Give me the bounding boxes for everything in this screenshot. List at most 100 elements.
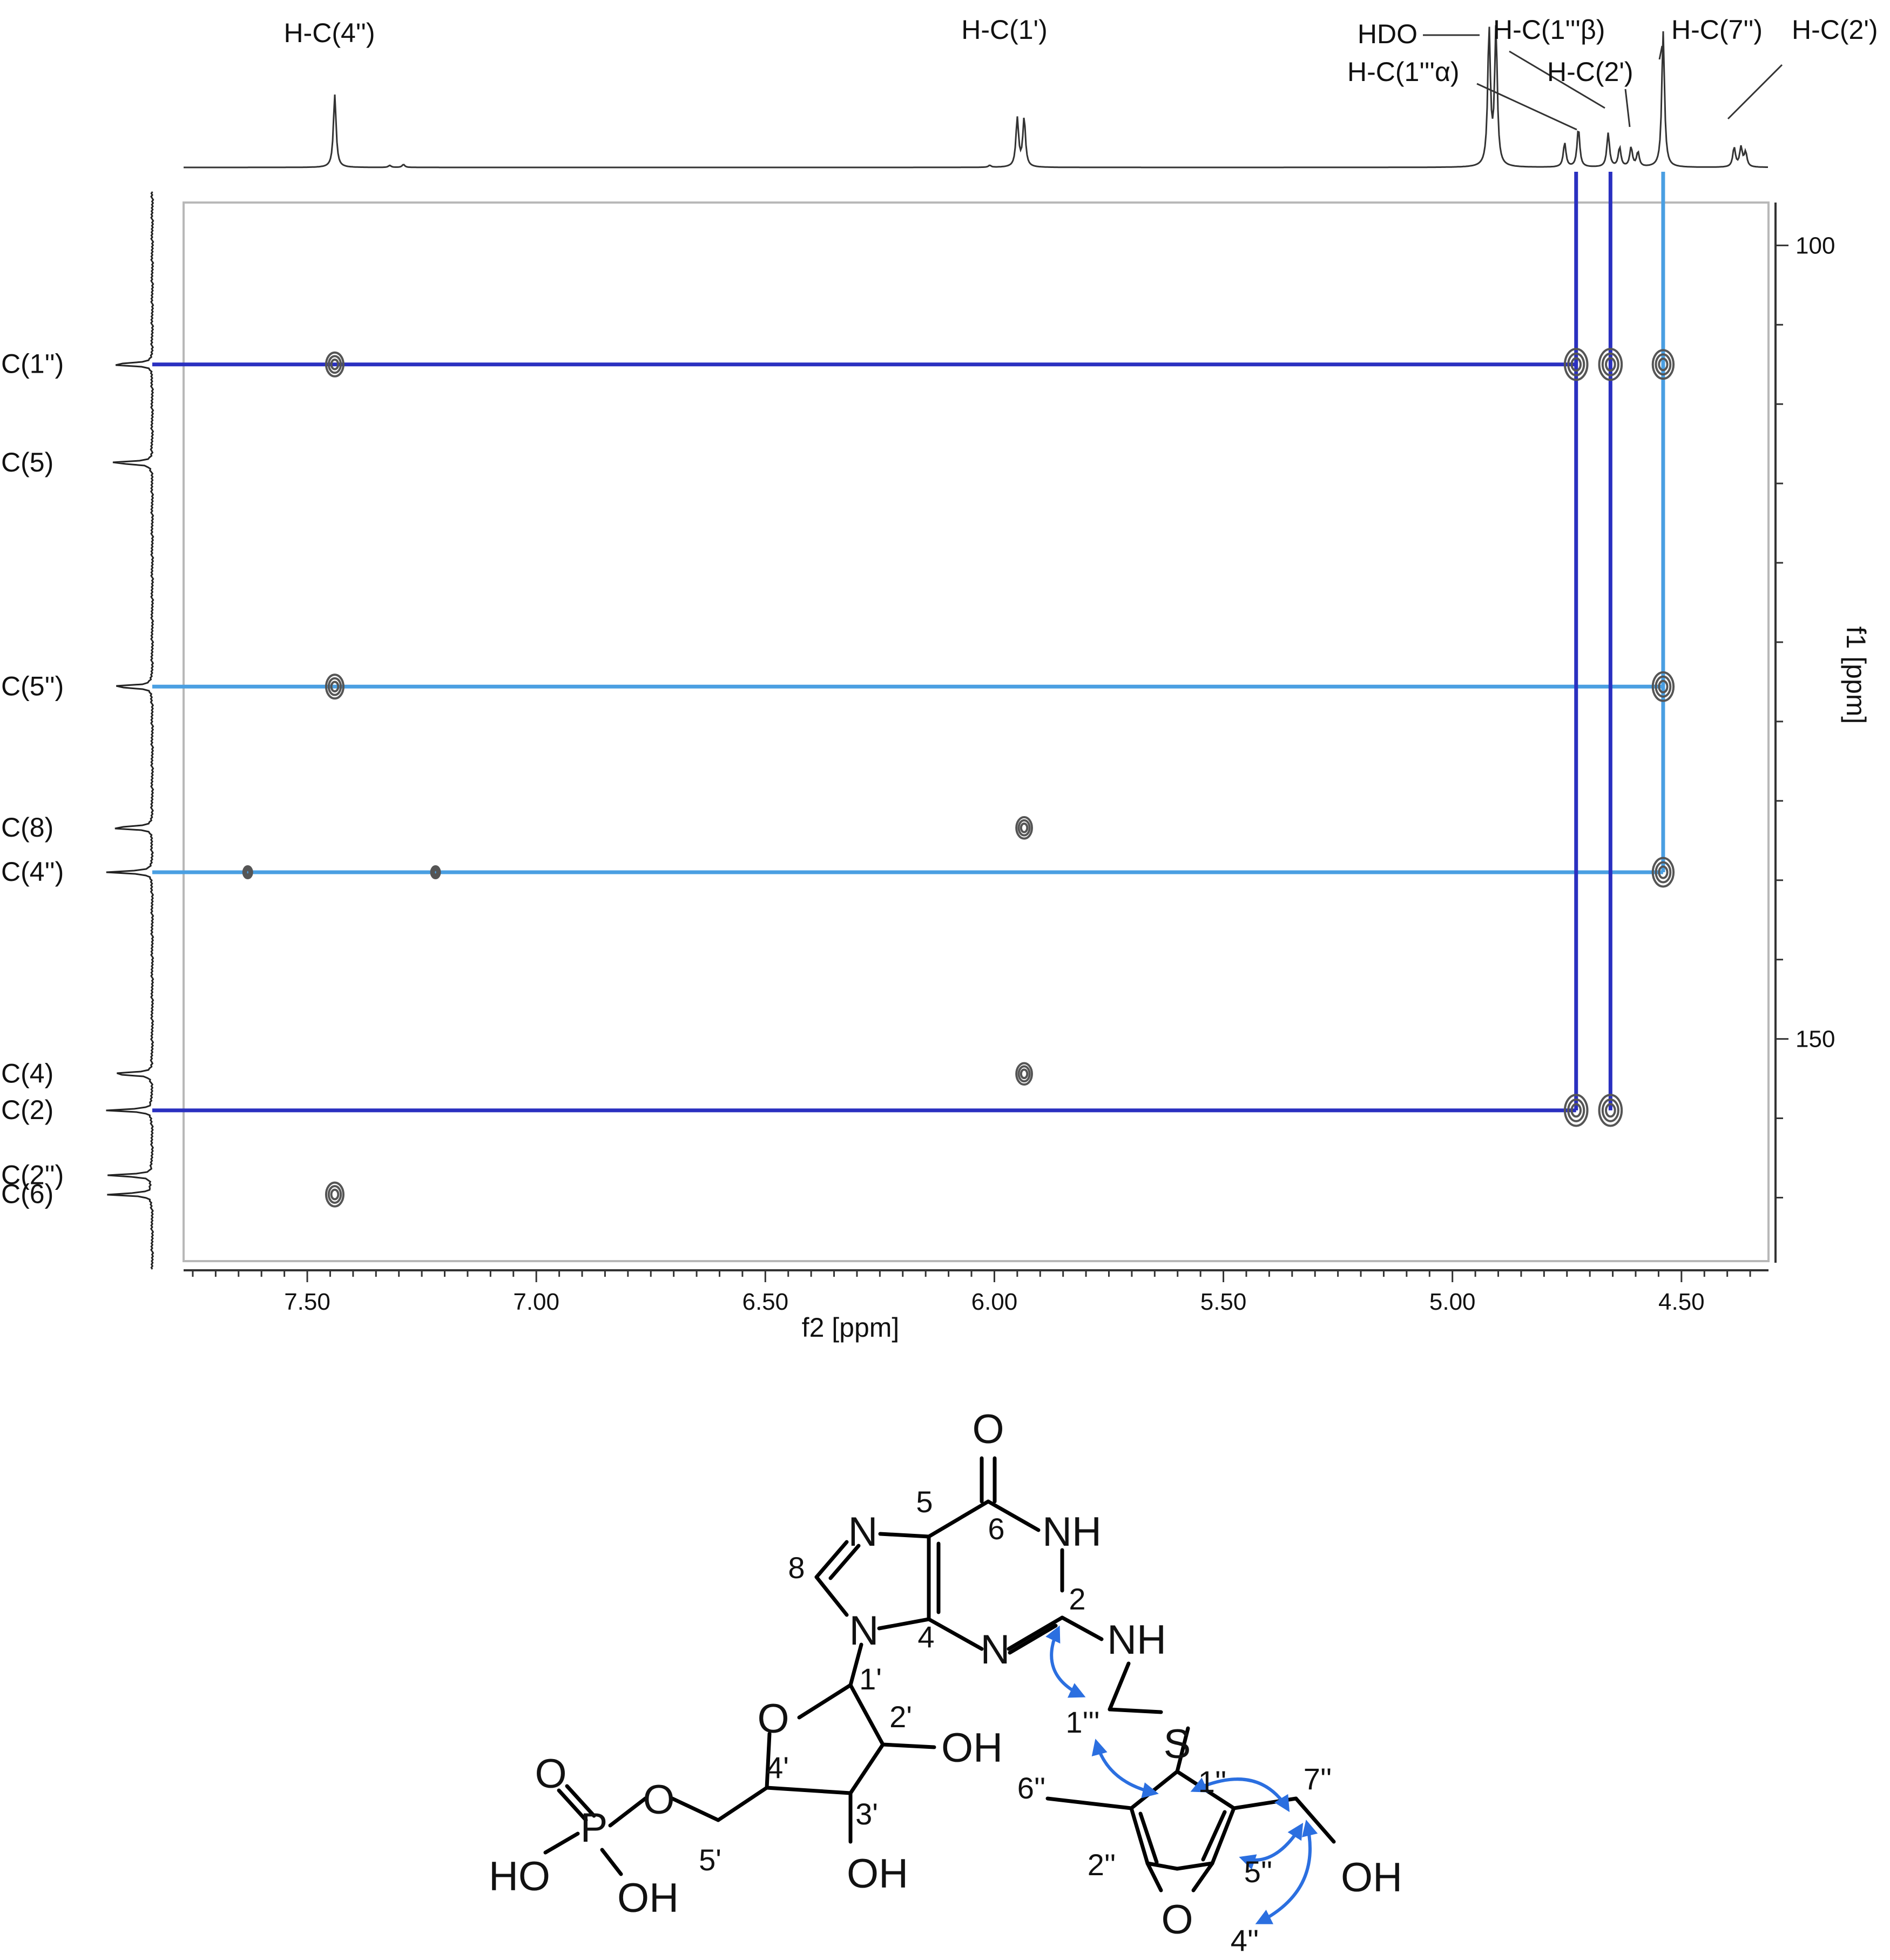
atom-p: P: [580, 1805, 608, 1851]
label-h-c1tprime-alpha: H-C(1'''α): [1347, 57, 1460, 87]
x-axis: 7.50 7.00 6.50 6.00 5.50 5.00 4.50: [184, 1269, 1769, 1315]
y-tick-1: 150: [1796, 1026, 1835, 1053]
atom-nh-ring: NH: [1042, 1509, 1102, 1555]
label-h-c2prime: H-C(2'): [1547, 57, 1634, 87]
num-4: 4: [917, 1620, 934, 1654]
cross-peak-3: [1651, 349, 1675, 380]
x-axis-title: f2 [ppm]: [802, 1312, 900, 1343]
atom-ho-left: HO: [489, 1854, 550, 1900]
num-1tprime: 1''': [1065, 1705, 1099, 1739]
carbon-label-6: C(2): [1, 1095, 53, 1125]
cross-peak-7: [242, 865, 253, 880]
cross-peak-1: [1563, 348, 1589, 381]
atom-n3: N: [981, 1627, 1010, 1673]
carbon-label-4: C(4''): [1, 857, 64, 887]
atom-n9: N: [849, 1608, 879, 1654]
carbon-label-8: C(6): [1, 1179, 53, 1209]
atom-oh-3prime: OH: [847, 1851, 908, 1897]
proton-labels: [1423, 34, 1783, 131]
num-8: 8: [788, 1551, 805, 1585]
carbon-1d-trace: [106, 191, 154, 1270]
cross-peak-12: [1598, 1094, 1623, 1127]
proton-1d-trace: [184, 25, 1768, 169]
label-h-c7dprime: H-C(7''): [1671, 15, 1763, 45]
carbon-label-1: C(5): [1, 447, 53, 477]
h7dprime-leader: [1658, 45, 1663, 60]
num-2prime: 2': [889, 1700, 912, 1734]
cross-peak-0: [325, 351, 345, 378]
num-7dprime: 7'': [1304, 1762, 1332, 1796]
num-5: 5: [916, 1485, 933, 1519]
num-6: 6: [988, 1512, 1004, 1546]
carbon-label-7: C(2''): [1, 1160, 64, 1190]
x-tick-1: 7.00: [513, 1289, 559, 1315]
carbon-label-0: C(1''): [1, 349, 64, 379]
cross-peak-6: [1015, 816, 1033, 840]
label-hdo: HDO: [1358, 19, 1418, 49]
h1alpha-leader: [1476, 83, 1577, 131]
molecule-structure: O N NH NH N N S O OH OH O P O HO OH O OH…: [489, 1406, 1402, 1957]
arrow-c1dprime-h7dprime: [1190, 1777, 1290, 1813]
atom-o-phos: O: [643, 1777, 674, 1823]
num-2dprime: 2'': [1088, 1848, 1116, 1882]
atom-o-furan: O: [1161, 1897, 1193, 1943]
carbon-label-2: C(5''): [1, 671, 64, 701]
cross-peak-13: [325, 1181, 345, 1208]
cross-peaks: [242, 348, 1675, 1208]
num-1dprime: 1'': [1198, 1764, 1227, 1799]
x-tick-6: 4.50: [1658, 1289, 1705, 1315]
atom-o-double: O: [535, 1751, 566, 1797]
atom-o-ribose: O: [757, 1696, 789, 1742]
h1beta-leader: [1509, 50, 1605, 109]
num-4prime: 4': [766, 1750, 789, 1784]
label-h-c2prime-right: H-C(2'): [1792, 15, 1878, 45]
atom-oh-bottom: OH: [617, 1875, 679, 1921]
atom-s: S: [1164, 1721, 1191, 1767]
y-axis-title: f1 [ppm]: [1841, 627, 1871, 724]
num-6dprime: 6'': [1017, 1771, 1046, 1805]
hmbc-spectrum-panel: C(1'') C(5) C(5'') C(8) C(4'') C(4) C(2) C(2'')…: [1, 15, 1878, 1343]
atom-o-carbonyl: O: [972, 1406, 1004, 1452]
cross-peak-8: [430, 865, 441, 880]
hmbc-arrows: [1045, 1625, 1318, 1924]
label-h-c4dprime: H-C(4''): [284, 18, 375, 48]
arrow-c2-h1tprime: [1045, 1625, 1086, 1698]
cross-peak-11: [1563, 1094, 1589, 1127]
bonds: [543, 1456, 1336, 1892]
carbon-label-3: C(8): [1, 812, 53, 843]
cross-peak-10: [1015, 1062, 1033, 1086]
num-4dprime: 4'': [1231, 1923, 1259, 1957]
carbon-label-5: C(4): [1, 1058, 53, 1088]
label-h-c1tprime-beta: H-C(1'''β): [1493, 15, 1605, 45]
atom-oh-2prime: OH: [941, 1725, 1003, 1771]
cross-peak-2: [1598, 348, 1623, 381]
x-tick-4: 5.50: [1200, 1289, 1247, 1315]
arrow-h1tprime-c1dprime: [1091, 1739, 1159, 1799]
correlation-lines-horizontal: [152, 362, 1663, 1113]
num-5prime: 5': [699, 1843, 721, 1877]
atom-oh-7dprime: OH: [1341, 1855, 1402, 1901]
num-1prime: 1': [859, 1662, 882, 1696]
num-2: 2: [1069, 1582, 1085, 1616]
label-h-c1prime: H-C(1'): [961, 15, 1048, 45]
plot-frame: [183, 201, 1770, 1262]
correlation-lines-vertical: [1574, 172, 1665, 1110]
num-5dprime: 5'': [1244, 1855, 1273, 1889]
h2prime-right-leader: [1727, 64, 1783, 120]
y-tick-0: 100: [1796, 232, 1835, 259]
x-tick-3: 6.00: [971, 1289, 1018, 1315]
y-axis: 100 150: [1774, 203, 1835, 1263]
cross-peak-4: [325, 673, 345, 700]
x-tick-5: 5.00: [1429, 1289, 1476, 1315]
x-tick-2: 6.50: [742, 1289, 788, 1315]
num-3prime: 3': [855, 1797, 878, 1831]
cross-peak-5: [1651, 671, 1675, 702]
atom-n7: N: [848, 1509, 878, 1555]
h2prime-leader: [1624, 89, 1631, 127]
cross-peak-9: [1651, 857, 1675, 888]
x-tick-0: 7.50: [284, 1289, 330, 1315]
atom-nh-link: NH: [1107, 1617, 1166, 1663]
arrow-c4dprime-h7dprime: [1255, 1820, 1318, 1924]
carbon-labels: C(1'') C(5) C(5'') C(8) C(4'') C(4) C(2) C(2'')…: [1, 349, 64, 1209]
